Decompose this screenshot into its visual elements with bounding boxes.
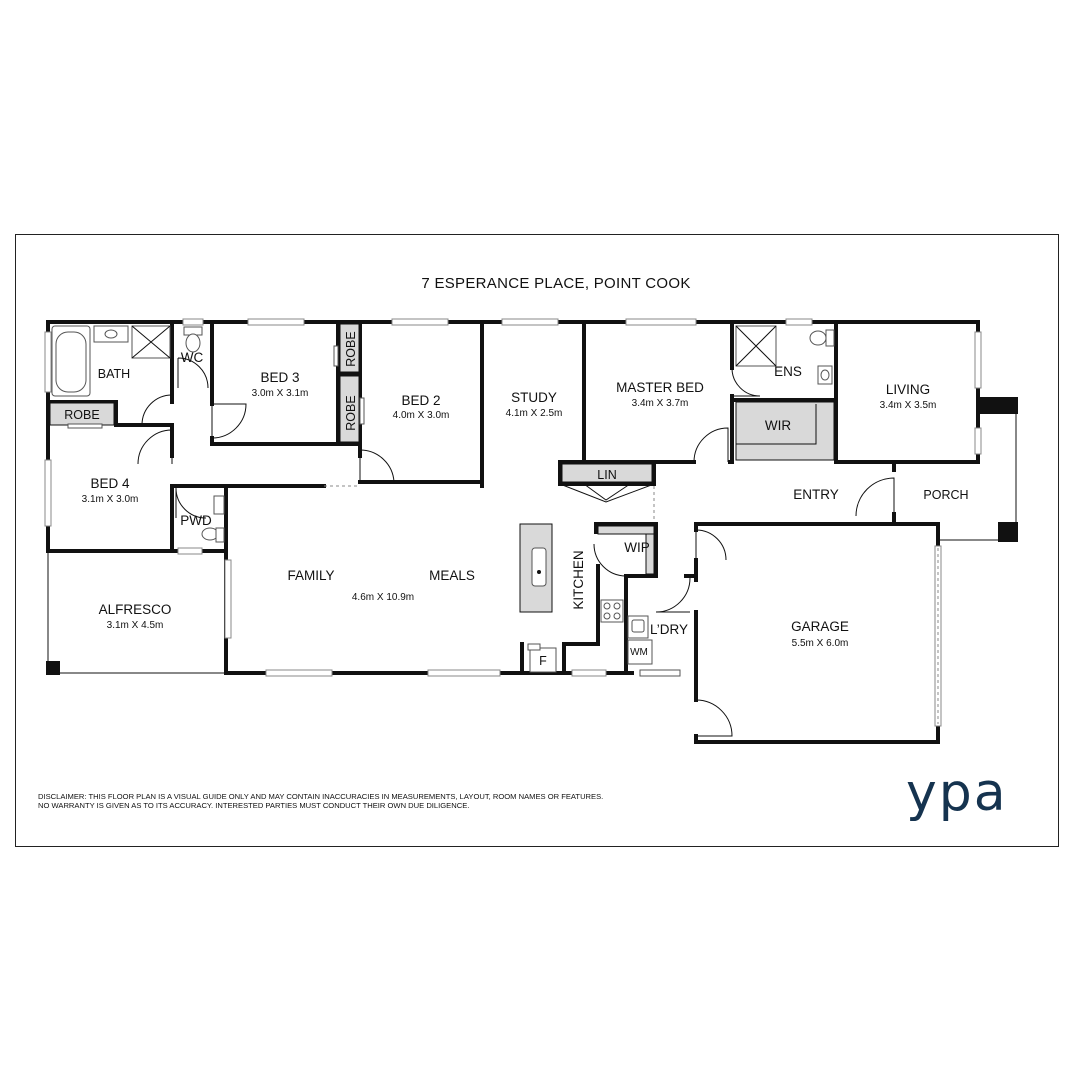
post (978, 397, 1018, 414)
room-dims-bed2: 4.0m X 3.0m (393, 410, 450, 421)
room-label-entry: ENTRY (793, 487, 839, 502)
room-label-wc: WC (181, 350, 204, 365)
room-label-lin: LIN (597, 468, 616, 482)
room-dims-study: 4.1m X 2.5m (506, 408, 563, 419)
room-label-bed4: BED 4 (90, 476, 130, 491)
room-label-study: STUDY (511, 390, 557, 405)
appliance-label-wm: WM (630, 647, 648, 658)
room-label-wir: WIR (765, 418, 791, 433)
room-label-porch: PORCH (923, 488, 968, 502)
room-label-alfresco: ALFRESCO (99, 602, 172, 617)
post (998, 522, 1018, 542)
room-dims-living: 3.4m X 3.5m (880, 400, 937, 411)
room-labels: BATH WC ROBE BED 3 3.0m X 3.1m ROBE ROBE… (64, 331, 968, 668)
room-label-robe: ROBE (344, 395, 358, 430)
room-label-laundry: L’DRY (650, 622, 688, 637)
room-label-wip: WIP (624, 540, 650, 555)
fixtures (49, 323, 835, 677)
room-label-master-bed: MASTER BED (616, 380, 704, 395)
room-label-garage: GARAGE (791, 619, 849, 634)
appliance-label-fridge: F (539, 654, 547, 668)
alfresco-outline (47, 551, 226, 674)
room-label-bed3: BED 3 (260, 370, 299, 385)
room-label-meals: MEALS (429, 568, 475, 583)
room-dims-garage: 5.5m X 6.0m (792, 638, 849, 649)
room-dims-bed4: 3.1m X 3.0m (82, 494, 139, 505)
disclaimer-line-2: NO WARRANTY IS GIVEN AS TO ITS ACCURACY.… (38, 801, 469, 810)
room-dims-alfresco: 3.1m X 4.5m (107, 620, 164, 631)
room-label-ens: ENS (774, 364, 802, 379)
room-label-living: LIVING (886, 382, 930, 397)
disclaimer-line-1: DISCLAIMER: THIS FLOOR PLAN IS A VISUAL … (38, 792, 603, 801)
plan-frame (15, 234, 1059, 847)
doors (137, 357, 895, 737)
room-dims-master-bed: 3.4m X 3.7m (632, 398, 689, 409)
post (46, 661, 60, 675)
room-label-robe: ROBE (64, 408, 99, 422)
room-label-robe: ROBE (344, 331, 358, 366)
room-dims-bed3: 3.0m X 3.1m (252, 388, 309, 399)
ypa-logo: ypa (906, 763, 1008, 823)
room-label-bed2: BED 2 (401, 393, 440, 408)
plan-title: 7 ESPERANCE PLACE, POINT COOK (421, 275, 690, 292)
room-label-kitchen: KITCHEN (571, 550, 586, 609)
room-dims-family-meals: 4.6m X 10.9m (352, 592, 414, 603)
room-label-bath: BATH (98, 367, 130, 381)
room-label-family: FAMILY (287, 568, 334, 583)
windows (44, 318, 982, 727)
room-label-pwd: PWD (180, 513, 212, 528)
